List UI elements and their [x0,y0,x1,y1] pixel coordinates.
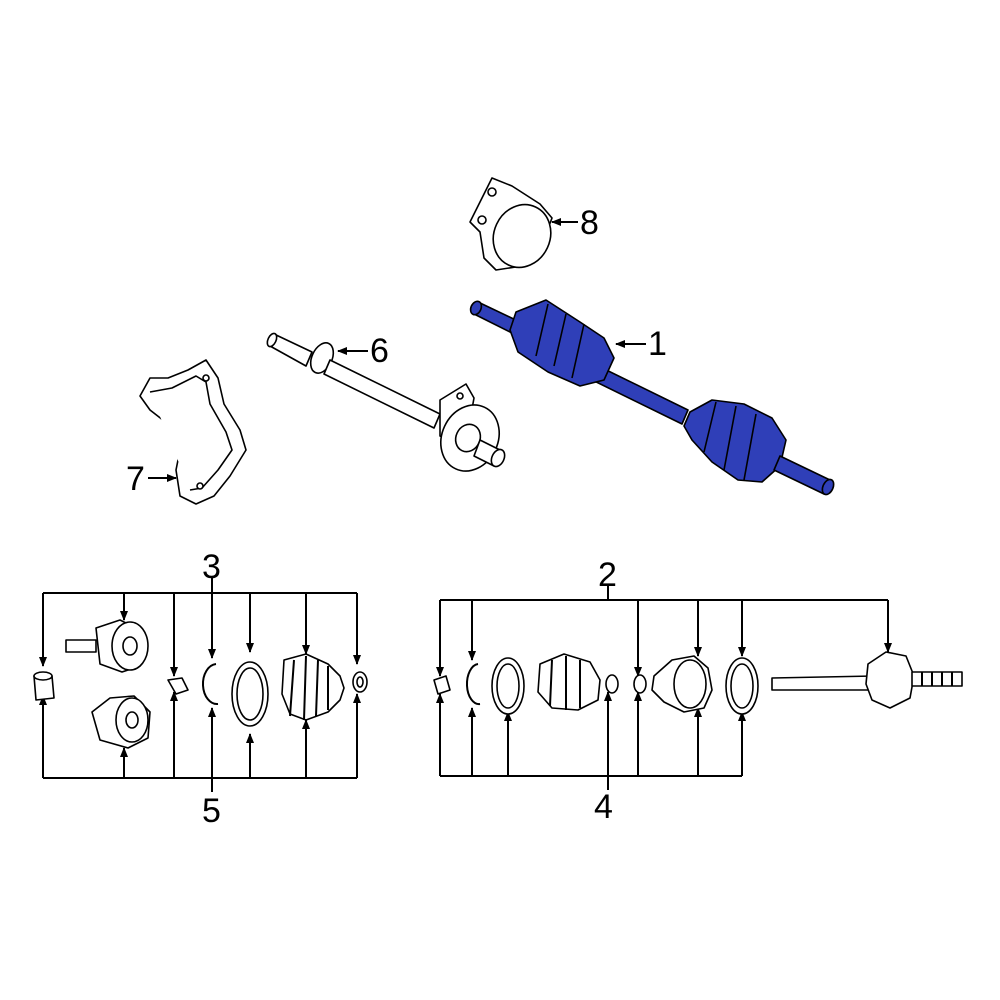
part-7-bracket[interactable] [139,359,247,505]
band-small-a [605,674,619,694]
inner-cv-boot [509,299,615,387]
outer-joint-stub [65,639,97,653]
inner-shaft [771,675,875,691]
callout-1: 1 [648,325,667,363]
callout-3: 3 [202,548,221,586]
outer-cv-boot [683,399,787,483]
outer-stub-shaft [773,455,831,495]
right-kit-parts [433,651,963,715]
left-kit-parts [33,619,368,749]
shaft-joint [865,651,915,709]
right-kit-bracket-lines [436,586,892,790]
left-kit-bracket-lines [39,578,361,792]
callout-4: 4 [594,788,613,826]
snap-ring [465,663,481,706]
callout-7: 7 [126,460,145,498]
retaining-clip [167,677,189,695]
part-8-heat-shield[interactable] [469,177,561,277]
shaft-spline [911,671,963,687]
callout-5: 5 [202,792,221,830]
part-6-intermediate-shaft[interactable] [265,332,509,481]
clip-small [433,675,451,695]
callout-2: 2 [598,556,617,594]
callout-8: 8 [580,204,599,242]
inner-boot [537,653,601,711]
callout-6: 6 [370,332,389,370]
snap-ring [201,663,219,706]
part-1-axle-assembly[interactable] [469,299,836,497]
band-small-b [633,674,647,694]
